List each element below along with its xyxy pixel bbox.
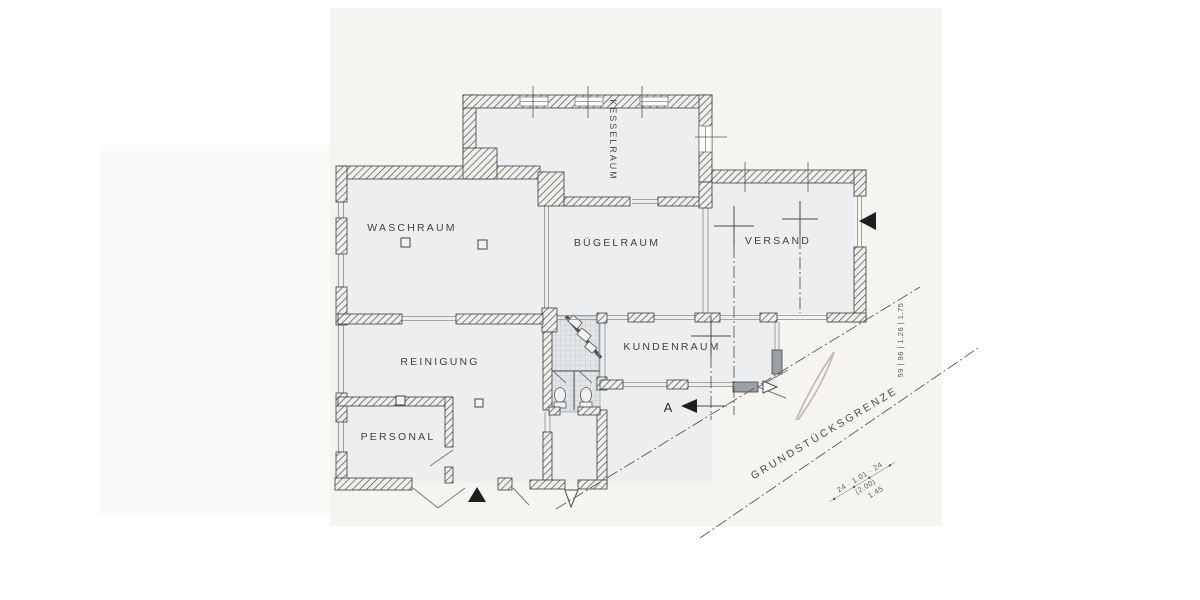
corner-door-swing-icon <box>762 380 779 394</box>
room-label-versand: VERSAND <box>745 235 811 247</box>
room-label-personal: PERSONAL <box>361 431 436 443</box>
dimension-ticks <box>532 86 809 192</box>
room-label-kundenraum: KUNDENRAUM <box>623 341 720 353</box>
section-marker: A <box>664 399 727 415</box>
wc-tiled-area <box>548 314 603 413</box>
room-label-kesselraum: KESSELRAUM <box>608 99 618 181</box>
room-labels: WASCHRAUM BÜGELRAUM VERSAND KUNDENRAUM R… <box>361 99 811 443</box>
section-arrow-icon <box>681 399 697 413</box>
pencil-mark <box>795 351 835 421</box>
toilet <box>553 387 567 409</box>
toilet <box>579 387 593 409</box>
columns <box>395 237 488 408</box>
walls <box>334 94 867 491</box>
section-marker-label: A <box>664 400 673 415</box>
vestibule-door-swing <box>564 489 579 509</box>
dimension-chain-right: 59 | 96 | 1.26 | 1.75 <box>896 303 905 378</box>
sink-fixture <box>584 340 598 354</box>
doors-and-markers <box>412 212 876 509</box>
sink-fixture <box>576 327 592 343</box>
corner-door-jamb <box>771 349 783 375</box>
center-lines <box>691 201 818 420</box>
room-label-reinigung: REINIGUNG <box>400 356 479 368</box>
versand-entrance-arrow-icon <box>859 212 876 230</box>
entrance-arrow-icon <box>468 487 486 502</box>
sink-fixture <box>567 314 583 330</box>
room-label-buegelraum: BÜGELRAUM <box>574 237 660 249</box>
corner-door-jamb <box>732 381 759 393</box>
room-label-waschraum: WASCHRAUM <box>367 222 456 234</box>
